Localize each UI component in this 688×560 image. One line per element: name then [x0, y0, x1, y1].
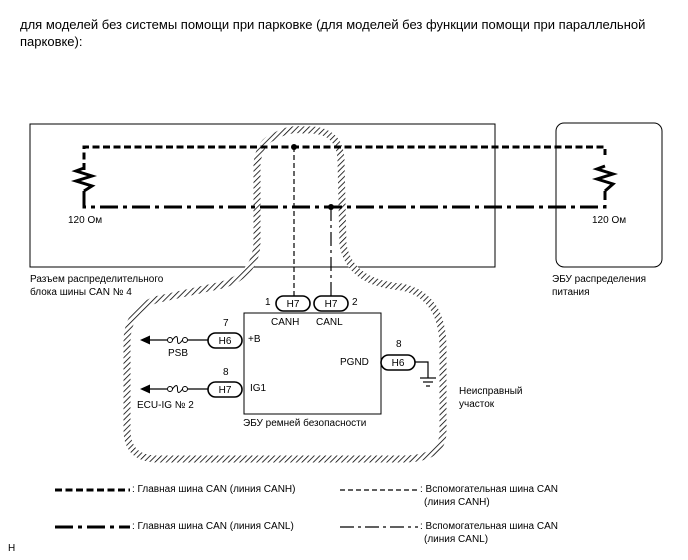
psb-fuse-label: PSB: [168, 348, 189, 359]
main-canh-line: [82, 145, 607, 170]
junction-block-label-2: блока шины CAN № 4: [30, 287, 132, 298]
connector-pgnd-code: H6: [392, 358, 405, 369]
main-canl-line: [82, 191, 607, 209]
connector-b-code: H6: [219, 336, 232, 347]
seatbelt-ecu-label: ЭБУ ремней безопасности: [243, 418, 367, 429]
connector-canh-code: H7: [287, 299, 300, 310]
pin-canl-number: 2: [352, 297, 358, 308]
faulty-area-outline: [123, 126, 447, 463]
resistor-junction-icon: [70, 166, 98, 193]
connector-canl-pill: [313, 295, 349, 312]
legend-aux-canh-text-2: (линия CANH): [424, 497, 490, 508]
connector-canl-code: H7: [325, 299, 338, 310]
intro-line-2: парковке):: [20, 34, 83, 49]
pin-canh-number: 1: [265, 297, 271, 308]
psb-feed-wire: [140, 335, 208, 345]
intro-line-1: для моделей без системы помощи при парко…: [20, 17, 646, 32]
corner-mark: H: [8, 543, 16, 554]
junction-block-box: [29, 123, 496, 268]
fault-zone-label-2: участок: [459, 399, 495, 410]
signal-ig1-label: IG1: [250, 383, 267, 394]
junction-resistor-label: 120 Ом: [68, 215, 103, 226]
pin-ig1-number: 8: [223, 367, 229, 378]
signal-b-label: +B: [248, 334, 261, 345]
power-ecu-label-2: питания: [552, 287, 590, 298]
signal-canh-label: CANH: [271, 317, 300, 328]
fault-zone-label-1: Неисправный: [459, 386, 523, 397]
signal-pgnd-label: PGND: [340, 357, 369, 368]
resistor-power-ecu-icon: [591, 164, 619, 193]
power-ecu-resistor-label: 120 Ом: [592, 215, 627, 226]
ecu-ig-fuse-icon: [167, 385, 188, 393]
power-ecu-box: [555, 122, 663, 268]
legend-main-canl-text: : Главная шина CAN (линия CANL): [132, 521, 294, 532]
signal-canl-label: CANL: [316, 317, 343, 328]
pin-pgnd-number: 8: [396, 339, 402, 350]
ecu-ig-fuse-label: ECU-IG № 2: [137, 400, 194, 411]
legend-aux-canh-text-1: : Вспомогательная шина CAN: [420, 484, 559, 495]
legend-main-canh-text: : Главная шина CAN (линия CANH): [132, 484, 296, 495]
legend-aux-canl-text-2: (линия CANL): [424, 534, 489, 545]
connector-ig1-code: H7: [219, 385, 232, 396]
junction-block-label-1: Разъем распределительного: [30, 274, 164, 285]
ecu-ig-feed-wire: [140, 384, 208, 394]
connector-canh-pill: [275, 295, 311, 312]
legend-aux-canl-text-1: : Вспомогательная шина CAN: [420, 521, 559, 532]
psb-fuse-icon: [167, 336, 188, 344]
ground-icon: [415, 361, 436, 387]
pin-b-number: 7: [223, 318, 229, 329]
power-ecu-label-1: ЭБУ распределения: [552, 274, 647, 285]
intro-text: для моделей без системы помощи при парко…: [20, 16, 670, 50]
